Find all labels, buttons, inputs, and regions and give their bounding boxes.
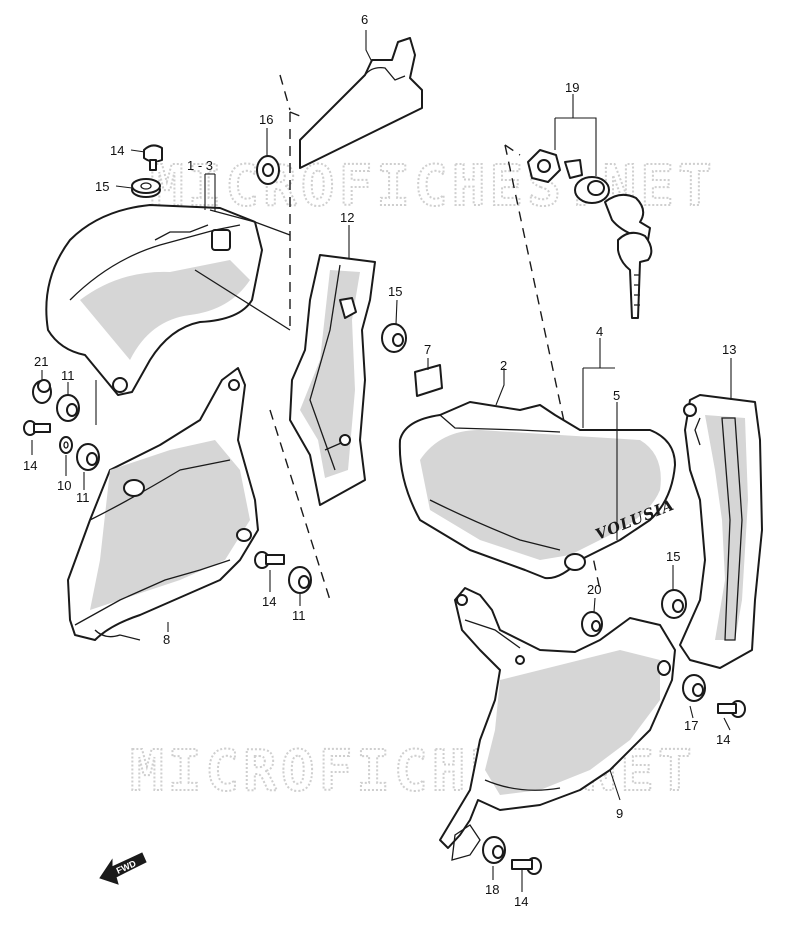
callout-2: 2	[500, 358, 507, 373]
callout-20: 20	[587, 582, 601, 597]
part-14-screw-left	[23, 420, 51, 436]
leader-lines	[31, 30, 732, 892]
part-20-grommet	[581, 611, 603, 637]
fwd-label: FWD	[115, 858, 138, 876]
part-19-lock-set	[527, 149, 653, 319]
callout-1-3: 1 - 3	[187, 158, 213, 173]
callout-16: 16	[259, 112, 273, 127]
callout-15-mid: 15	[388, 284, 402, 299]
part-21-nut	[32, 379, 52, 404]
callout-14-bottom: 14	[514, 894, 528, 909]
callout-5: 5	[613, 388, 620, 403]
part-18-grommet	[482, 836, 506, 864]
callout-14-right: 14	[716, 732, 730, 747]
part-15-grommet-mid	[381, 323, 407, 353]
callout-13: 13	[722, 342, 736, 357]
callout-14-top: 14	[110, 143, 124, 158]
callout-4: 4	[596, 324, 603, 339]
part-16-grommet	[256, 155, 280, 185]
part-14-screw-mid	[254, 551, 285, 569]
fwd-arrow: FWD	[99, 852, 147, 885]
callout-21: 21	[34, 354, 48, 369]
part-8-lower-cover	[67, 367, 259, 641]
part-10-washer	[59, 436, 73, 454]
callout-12: 12	[340, 210, 354, 225]
part-14-screw-top	[143, 144, 163, 171]
callout-9: 9	[616, 806, 623, 821]
callout-11-a: 11	[61, 368, 75, 383]
part-14-screw-right	[717, 700, 746, 718]
part-11-grommet-b	[76, 443, 100, 471]
callout-14-left: 14	[23, 458, 37, 473]
callout-19: 19	[565, 80, 579, 95]
callout-15-top: 15	[95, 179, 109, 194]
callout-6: 6	[361, 12, 368, 27]
callout-7: 7	[424, 342, 431, 357]
part-9-lower-cover	[439, 587, 676, 861]
part-12-panel	[289, 254, 376, 506]
callout-14-mid: 14	[262, 594, 276, 609]
part-2-side-cover: VOLUSIA	[398, 401, 677, 580]
part-15-washer-top	[131, 178, 161, 198]
part-11-grommet-a	[56, 394, 80, 422]
part-13-bracket	[679, 394, 763, 669]
part-7-pad	[414, 364, 443, 397]
callout-10: 10	[57, 478, 71, 493]
callout-15-right: 15	[666, 549, 680, 564]
callout-8: 8	[163, 632, 170, 647]
part-11-grommet-c	[288, 566, 312, 594]
part-17-grommet	[682, 674, 706, 702]
callout-11-c: 11	[292, 608, 306, 623]
part-14-screw-bottom	[511, 857, 542, 875]
callouts: 6 16 14 1 - 3 15 12 15 7 19 4 13 2 5 21 …	[23, 12, 736, 909]
callout-11-b: 11	[76, 490, 90, 505]
part-15-grommet-right	[661, 589, 687, 619]
callout-18: 18	[485, 882, 499, 897]
part-6-bracket	[299, 37, 423, 169]
part-1-3-front-cover	[45, 204, 291, 396]
callout-17: 17	[684, 718, 698, 733]
